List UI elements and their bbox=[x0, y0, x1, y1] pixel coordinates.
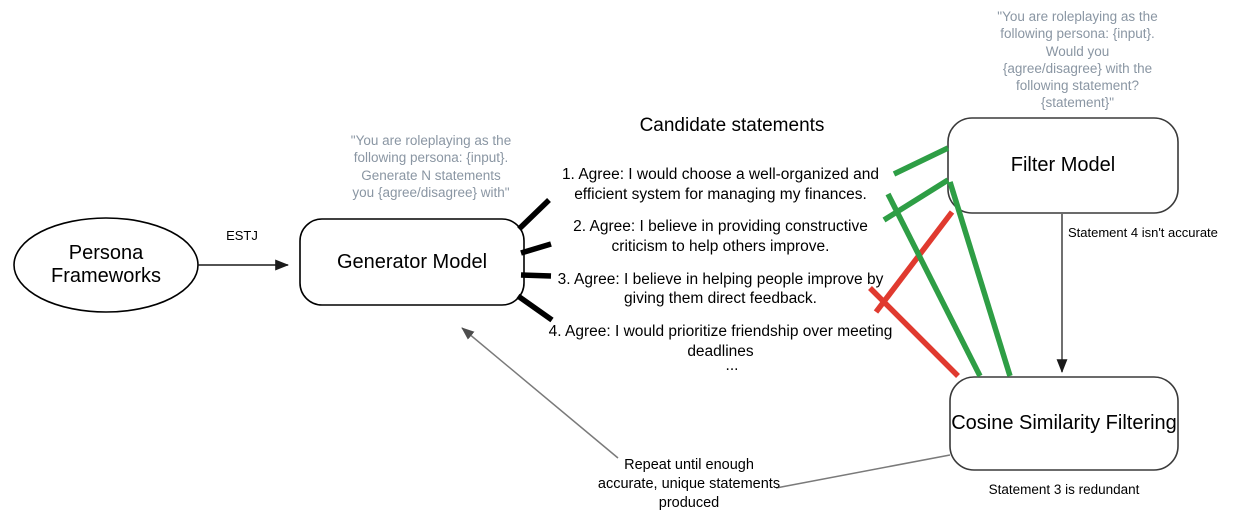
repeat-loop-label-line3: produced bbox=[658, 494, 720, 511]
filter-prompt-line-3: Would you bbox=[1045, 43, 1110, 59]
statement-text: Agree: I would choose a well-organized a… bbox=[574, 166, 880, 203]
statement-text: Agree: I would prioritize friendship ove… bbox=[565, 323, 893, 360]
statement-number: 1. bbox=[561, 166, 575, 183]
statement-number: 4. bbox=[548, 323, 562, 341]
generator-prompt-line-3: Generate N statements bbox=[361, 167, 501, 183]
generator-output-tick-3 bbox=[520, 272, 552, 279]
connector-accept-statement-1 bbox=[892, 145, 950, 177]
filter-prompt-line-6: {statement}" bbox=[1040, 95, 1115, 111]
generator-prompt-line-4: you {agree/disagree} with" bbox=[352, 184, 510, 200]
connector-accept-statement-2 bbox=[882, 177, 950, 223]
connector-pass-to-cosine-1 bbox=[885, 192, 983, 378]
filter-model-label: Filter Model bbox=[1010, 154, 1116, 176]
edge-label-statement-4-inaccurate: Statement 4 isn't accurate bbox=[1068, 225, 1218, 240]
caption-statement-3-redundant: Statement 3 is redundant bbox=[988, 482, 1140, 497]
filter-prompt-line-1: "You are roleplaying as the bbox=[997, 9, 1158, 24]
filter-prompt-line-4: {agree/disagree} with the bbox=[1002, 60, 1153, 76]
generator-model-label: Generator Model bbox=[336, 250, 488, 273]
statement-text: Agree: I believe in providing constructi… bbox=[589, 218, 868, 256]
edge-label-estj: ESTJ bbox=[226, 228, 258, 243]
filter-prompt-line-5: following statement? bbox=[1015, 78, 1140, 94]
candidate-statements-heading: Candidate statements bbox=[639, 115, 825, 136]
generator-output-tick-2 bbox=[520, 241, 552, 256]
statements-ellipsis: ... bbox=[725, 357, 739, 374]
list-item: 3. Agree: I believe in helping people im… bbox=[548, 270, 893, 309]
list-item: 4. Agree: I would prioritize friendship … bbox=[548, 322, 893, 361]
filter-prompt-note: "You are roleplaying as the following pe… bbox=[975, 8, 1180, 112]
repeat-loop-label-line2: accurate, unique statements bbox=[597, 475, 781, 492]
list-item: 1. Agree: I would choose a well-organize… bbox=[548, 165, 893, 204]
filter-prompt-line-2: following persona: {input}. bbox=[1000, 26, 1155, 42]
list-item: 2. Agree: I believe in providing constru… bbox=[548, 217, 893, 256]
statement-text: Agree: I believe in helping people impro… bbox=[574, 270, 884, 308]
generator-prompt-line-1: "You are roleplaying as the bbox=[350, 133, 512, 148]
statement-number: 2. bbox=[573, 218, 587, 236]
persona-frameworks-label-line2: Frameworks bbox=[50, 265, 161, 287]
candidate-statements-list: 1. Agree: I would choose a well-organize… bbox=[548, 165, 893, 374]
generator-prompt-note: "You are roleplaying as the following pe… bbox=[325, 132, 537, 201]
cosine-similarity-label: Cosine Similarity Filtering bbox=[951, 412, 1177, 434]
statement-number: 3. bbox=[557, 270, 571, 288]
repeat-loop-label-line1: Repeat until enough bbox=[624, 457, 754, 473]
edge-cosine-to-repeat-label bbox=[775, 454, 951, 489]
persona-frameworks-label-line1: Persona bbox=[68, 242, 144, 264]
repeat-loop-label: Repeat until enough accurate, unique sta… bbox=[589, 456, 789, 513]
persona-frameworks-label: Persona Frameworks bbox=[14, 238, 198, 292]
generator-prompt-line-2: following persona: {input}. bbox=[353, 150, 509, 166]
